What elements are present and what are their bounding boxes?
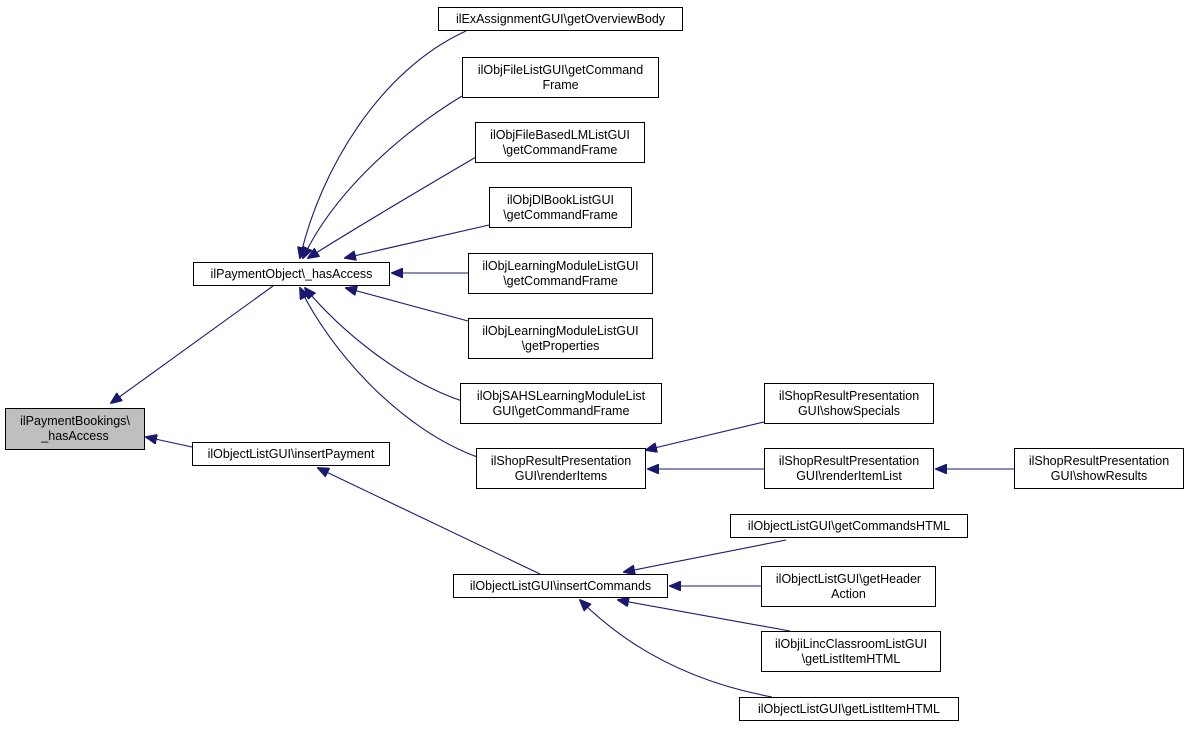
graph-node-n17[interactable]: ilObjiLincClassroomListGUI\getListItemHT…: [761, 631, 941, 672]
node-label-line: ilShopResultPresentation: [1028, 453, 1170, 468]
edge-n1-to-n0: [111, 285, 274, 403]
node-label-line: ilObjectListGUI\getHeader: [775, 571, 922, 586]
node-label-line: ilPaymentObject\_hasAccess: [210, 266, 373, 281]
edge-n3-to-n1: [300, 30, 467, 258]
node-label-line: ilPaymentBookings\: [20, 414, 130, 428]
graph-node-n2[interactable]: ilObjectListGUI\insertPayment: [192, 442, 390, 466]
node-label-line: ilObjFileBasedLMListGUI: [490, 127, 630, 142]
edge-n18-to-n14: [580, 600, 773, 698]
graph-node-n8[interactable]: ilObjLearningModuleListGUI\getProperties: [468, 318, 653, 359]
node-label-line: ilObjFileListGUI\getCommand: [477, 62, 644, 77]
root-node[interactable]: ilPaymentBookings\_hasAccess: [5, 408, 145, 450]
node-label-line: \getCommandFrame: [502, 142, 618, 157]
edge-n17-to-n14: [618, 600, 791, 632]
graph-node-n1[interactable]: ilPaymentObject\_hasAccess: [193, 262, 390, 286]
node-label-line: GUI\getCommandFrame: [492, 403, 630, 418]
edge-n5-to-n1: [308, 156, 477, 258]
node-label-line: GUI\showSpecials: [797, 403, 901, 418]
graph-node-n5[interactable]: ilObjFileBasedLMListGUI\getCommandFrame: [475, 122, 645, 163]
node-label-line: ilObjiLincClassroomListGUI: [774, 636, 928, 651]
node-label-line: ilShopResultPresentation: [778, 388, 920, 403]
node-label-line: \getProperties: [521, 338, 600, 353]
edge-n9-to-n1: [305, 288, 463, 402]
edge-n6-to-n1: [345, 224, 490, 258]
node-label-line: ilObjDlBookListGUI: [507, 192, 614, 207]
node-label-line: ilExAssignmentGUI\getOverviewBody: [455, 11, 666, 26]
node-label-line: \getCommandFrame: [503, 273, 618, 288]
graph-node-n3[interactable]: ilExAssignmentGUI\getOverviewBody: [438, 7, 683, 31]
edge-n2-to-n0: [146, 437, 193, 448]
node-label-line: ilShopResultPresentation: [778, 453, 920, 468]
edge-n15-to-n14: [624, 539, 787, 572]
node-label-line: _hasAccess: [41, 429, 109, 443]
node-label-line: Frame: [542, 77, 579, 92]
node-label-line: GUI\renderItems: [514, 468, 608, 483]
graph-node-n6[interactable]: ilObjDlBookListGUI\getCommandFrame: [489, 187, 632, 228]
edge-n11-to-n10: [646, 421, 765, 450]
graph-node-n14[interactable]: ilObjectListGUI\insertCommands: [453, 574, 668, 598]
node-label-line: \getListItemHTML: [801, 651, 901, 666]
edge-n4-to-n1: [303, 95, 463, 258]
graph-node-n7[interactable]: ilObjLearningModuleListGUI\getCommandFra…: [468, 253, 653, 294]
graph-node-n18[interactable]: ilObjectListGUI\getListItemHTML: [739, 697, 959, 721]
edge-n14-to-n2: [318, 468, 541, 575]
node-label-line: ilObjLearningModuleListGUI: [482, 323, 639, 338]
edge-n8-to-n1: [346, 288, 469, 322]
node-label-line: ilShopResultPresentation: [490, 453, 632, 468]
node-label-line: ilObjectListGUI\insertPayment: [207, 446, 375, 461]
node-label-line: ilObjectListGUI\getCommandsHTML: [747, 518, 951, 533]
node-label-line: ilObjectListGUI\insertCommands: [469, 578, 652, 593]
node-label-line: GUI\renderItemList: [796, 468, 902, 483]
node-label-line: Action: [831, 586, 866, 601]
node-label-line: ilObjectListGUI\getListItemHTML: [758, 701, 940, 716]
node-label-line: GUI\showResults: [1050, 468, 1148, 483]
node-label-line: ilObjLearningModuleListGUI: [482, 258, 639, 273]
node-label-line: \getCommandFrame: [503, 207, 618, 222]
graph-node-n15[interactable]: ilObjectListGUI\getCommandsHTML: [730, 514, 968, 538]
edge-n10-to-n1: [300, 288, 481, 459]
node-label-line: ilObjSAHSLearningModuleList: [476, 388, 646, 403]
